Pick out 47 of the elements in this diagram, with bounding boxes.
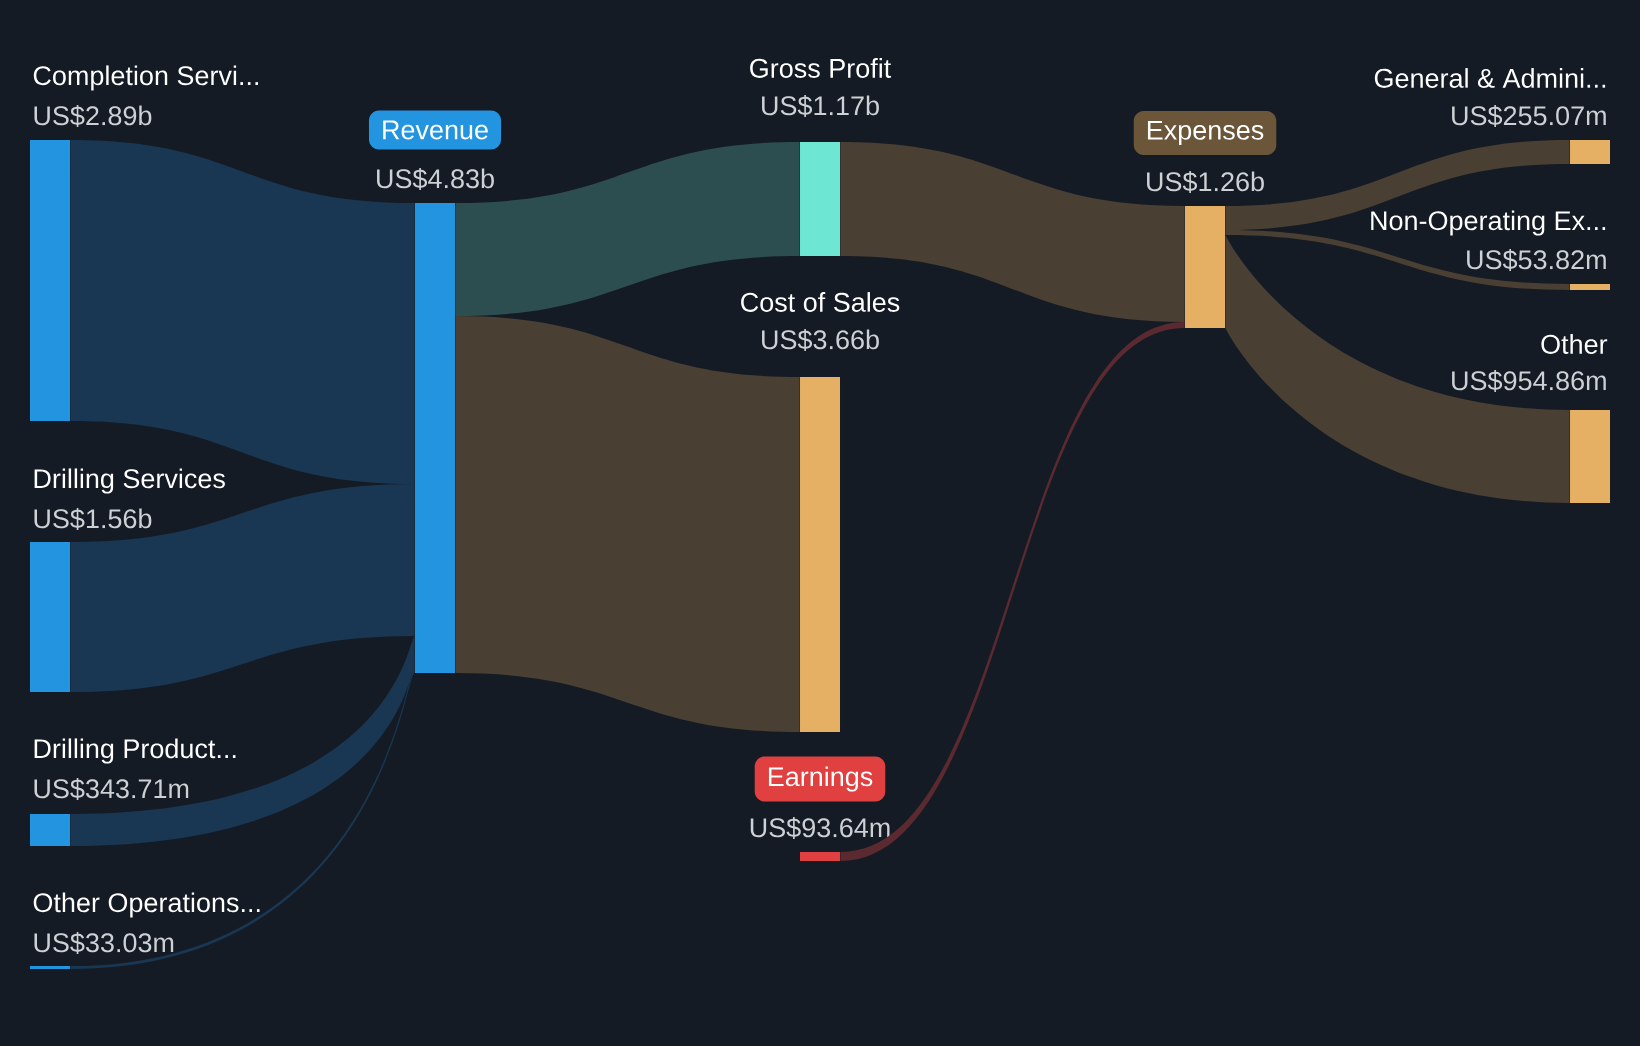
value-label: US$255.07m — [1452, 105, 1606, 127]
flow-ribbon — [840, 322, 1185, 861]
category-label: Cost of Sales — [741, 292, 900, 312]
category-badge: Earnings — [754, 756, 886, 802]
category-label: Non-Operating Ex... — [1371, 210, 1606, 236]
category-label: Other Operations... — [33, 892, 260, 918]
category-badge: Revenue — [368, 110, 502, 150]
value-label: US$1.56b — [34, 508, 152, 530]
flow-ribbon — [70, 669, 415, 969]
sankey-bar — [1570, 140, 1610, 164]
category-label: Completion Servi... — [33, 65, 258, 91]
value-label: US$4.83b — [377, 168, 494, 190]
value-label: US$33.03m — [34, 932, 174, 954]
sankey-bar — [415, 203, 455, 673]
flow-ribbon — [840, 142, 1185, 322]
value-label: US$343.71m — [34, 778, 189, 800]
flow-ribbon — [455, 142, 800, 316]
sankey-bar — [30, 966, 70, 969]
category-label: Other — [1541, 334, 1608, 354]
flow-ribbon — [1225, 140, 1570, 230]
sankey-bar — [30, 140, 70, 421]
flow-ribbon — [70, 140, 415, 484]
value-label: US$1.17b — [762, 95, 879, 117]
category-label: General & Admini... — [1374, 68, 1606, 88]
category-badge: Expenses — [1133, 110, 1277, 156]
sankey-bar — [1570, 410, 1610, 503]
category-label: Gross Profit — [750, 58, 892, 78]
sankey-bar — [30, 814, 70, 846]
value-label: US$53.82m — [1467, 249, 1606, 271]
sankey-bar — [800, 377, 840, 732]
category-label: Drilling Product... — [34, 738, 236, 764]
value-label: US$3.66b — [762, 329, 879, 351]
sankey-bar — [800, 852, 840, 861]
value-label: US$2.89b — [34, 105, 152, 127]
flow-ribbon — [1225, 235, 1570, 503]
sankey-bar — [800, 142, 840, 256]
flow-ribbon — [70, 484, 415, 692]
sankey-bar — [30, 542, 70, 692]
flow-ribbon — [1225, 230, 1570, 290]
value-label: US$954.86m — [1452, 370, 1606, 392]
sankey-bar — [1570, 284, 1610, 290]
flow-ribbon — [455, 316, 800, 732]
flow-ribbon — [70, 636, 415, 846]
sankey-bar — [1185, 206, 1225, 328]
value-label: US$93.64m — [750, 817, 890, 839]
category-label: Drilling Services — [34, 468, 225, 494]
value-label: US$1.26b — [1147, 171, 1264, 193]
